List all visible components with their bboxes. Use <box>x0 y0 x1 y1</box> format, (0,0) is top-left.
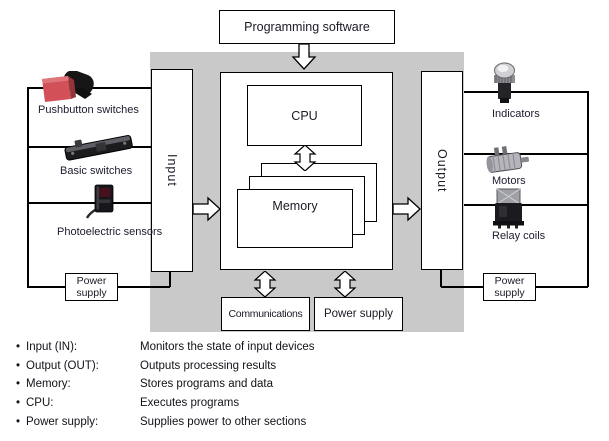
programming-software-box: Programming software <box>219 10 395 44</box>
output-power-connector-line <box>440 270 442 287</box>
arrow-down-icon <box>291 44 317 70</box>
legend-term: Power supply: <box>26 415 99 428</box>
indicator-connector-line <box>464 91 588 93</box>
photoelectric-sensor-icon <box>85 184 114 219</box>
bullet-icon: • <box>16 341 21 353</box>
legend-term: Input (IN): <box>26 341 78 353</box>
power-supply-right-line1: Power <box>494 275 525 287</box>
programming-software-label: Programming software <box>244 20 370 34</box>
power-supply-center-box: Power supply <box>314 297 403 331</box>
legend-definition: Outputs processing results <box>140 359 277 372</box>
legend-definition: Supplies power to other sections <box>140 415 307 428</box>
legend-row-output: • Output (OUT): Outputs processing resul… <box>16 357 315 376</box>
communications-box: Communications <box>221 297 310 331</box>
relay-connector-line <box>464 204 588 206</box>
legend-definition: Executes programs <box>140 397 240 410</box>
bullet-icon: • <box>16 378 21 391</box>
legend-definition: Stores programs and data <box>140 378 273 391</box>
relay-coils-label: Relay coils <box>492 230 546 242</box>
power-supply-right-box: Power supply <box>483 273 536 301</box>
left-bracket-line <box>27 87 29 287</box>
basic-switches-label: Basic switches <box>60 165 133 177</box>
photoelectric-connector-line <box>27 202 151 204</box>
photoelectric-sensors-label: Photoelectric sensors <box>57 226 163 238</box>
memory-box: Memory <box>237 189 353 248</box>
relay-coil-icon <box>493 188 524 229</box>
input-power-connector-line <box>169 271 171 287</box>
pushbutton-switch-icon <box>42 71 94 102</box>
cpu-box: CPU <box>247 85 362 146</box>
basic-switch-icon <box>64 135 133 161</box>
pushbutton-switches-label: Pushbutton switches <box>38 104 139 116</box>
bullet-icon: • <box>16 415 21 428</box>
legend-row-cpu: • CPU: Executes programs <box>16 394 315 413</box>
legend-row-memory: • Memory: Stores programs and data <box>16 375 315 394</box>
right-bracket-line <box>587 91 589 287</box>
bullet-icon: • <box>16 359 21 372</box>
power-supply-left-line2: supply <box>76 287 107 299</box>
output-section-label: Output <box>435 148 449 193</box>
communications-label: Communications <box>228 308 303 320</box>
indicators-label: Indicators <box>492 108 540 120</box>
legend-term: Output (OUT): <box>26 359 99 372</box>
indicator-lamp-icon <box>494 62 515 103</box>
legend-term: CPU: <box>26 397 54 410</box>
power-supply-center-label: Power supply <box>323 308 394 320</box>
motors-label: Motors <box>492 175 526 187</box>
double-arrow-communications-icon <box>253 271 277 297</box>
legend-row-power-supply: • Power supply: Supplies power to other … <box>16 413 315 432</box>
arrow-right-output-icon <box>393 196 421 222</box>
bullet-icon: • <box>16 397 21 410</box>
double-arrow-power-supply-icon <box>333 271 357 297</box>
arrow-right-input-icon <box>193 196 221 222</box>
definition-list: • Input (IN): Monitors the state of inpu… <box>16 338 315 432</box>
legend-definition: Monitors the state of input devices <box>140 341 315 353</box>
input-section-box: Input <box>151 69 193 272</box>
motor-connector-line <box>464 153 588 155</box>
power-supply-left-box: Power supply <box>65 273 118 301</box>
cpu-label: CPU <box>291 108 318 123</box>
legend-term: Memory: <box>26 378 71 391</box>
power-supply-right-line2: supply <box>494 287 525 299</box>
output-section-box: Output <box>421 71 463 270</box>
legend-row-input: • Input (IN): Monitors the state of inpu… <box>16 338 315 357</box>
power-supply-left-line1: Power <box>76 275 107 287</box>
double-arrow-cpu-memory-icon <box>293 145 317 171</box>
memory-label: Memory <box>272 199 318 213</box>
motor-icon <box>486 146 530 173</box>
input-section-label: Input <box>165 154 179 187</box>
